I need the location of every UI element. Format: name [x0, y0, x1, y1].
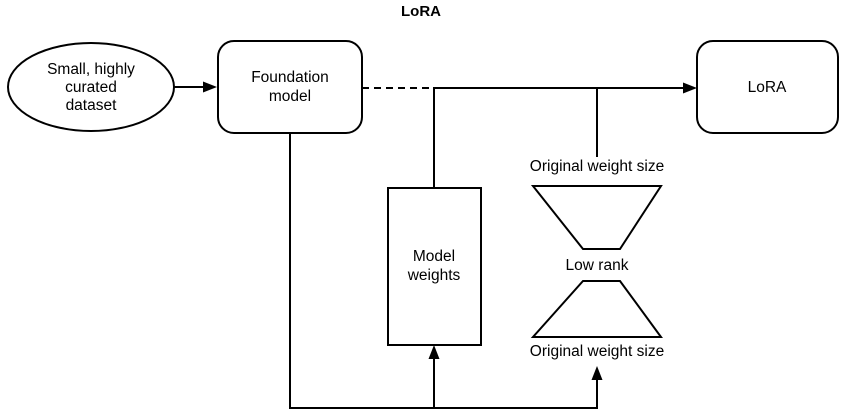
- shape-trapezoid-top: [530, 185, 663, 250]
- node-model-weights-label-line2: weights: [407, 267, 461, 284]
- arrowhead-dataset-to-foundation: [203, 81, 217, 93]
- label-low-rank: Low rank: [566, 257, 629, 274]
- node-foundation-model-label-line2: model: [269, 88, 311, 105]
- shape-trapezoid-bottom: [530, 280, 663, 338]
- node-lora[interactable]: [696, 40, 839, 134]
- arrowhead-feedback-to-bottom-trapezoid: [591, 366, 603, 380]
- node-foundation-model[interactable]: [217, 40, 363, 134]
- arrowhead-feedback-to-model-weights: [428, 345, 440, 359]
- arrowhead-to-lora: [683, 82, 697, 94]
- node-lora-label: LoRA: [748, 79, 787, 96]
- node-dataset-label-line3: dataset: [66, 97, 118, 114]
- label-original-weight-size-bottom: Original weight size: [530, 343, 664, 360]
- node-dataset[interactable]: [7, 42, 175, 132]
- node-model-weights[interactable]: [387, 187, 482, 346]
- node-foundation-model-label-line1: Foundation: [251, 69, 329, 86]
- node-dataset-label-line2: curated: [65, 79, 117, 96]
- node-dataset-label-line1: Small, highly: [47, 61, 135, 78]
- node-model-weights-label-line1: Model: [413, 248, 455, 265]
- label-original-weight-size-top: Original weight size: [530, 158, 664, 175]
- page-title: LoRA: [401, 3, 441, 20]
